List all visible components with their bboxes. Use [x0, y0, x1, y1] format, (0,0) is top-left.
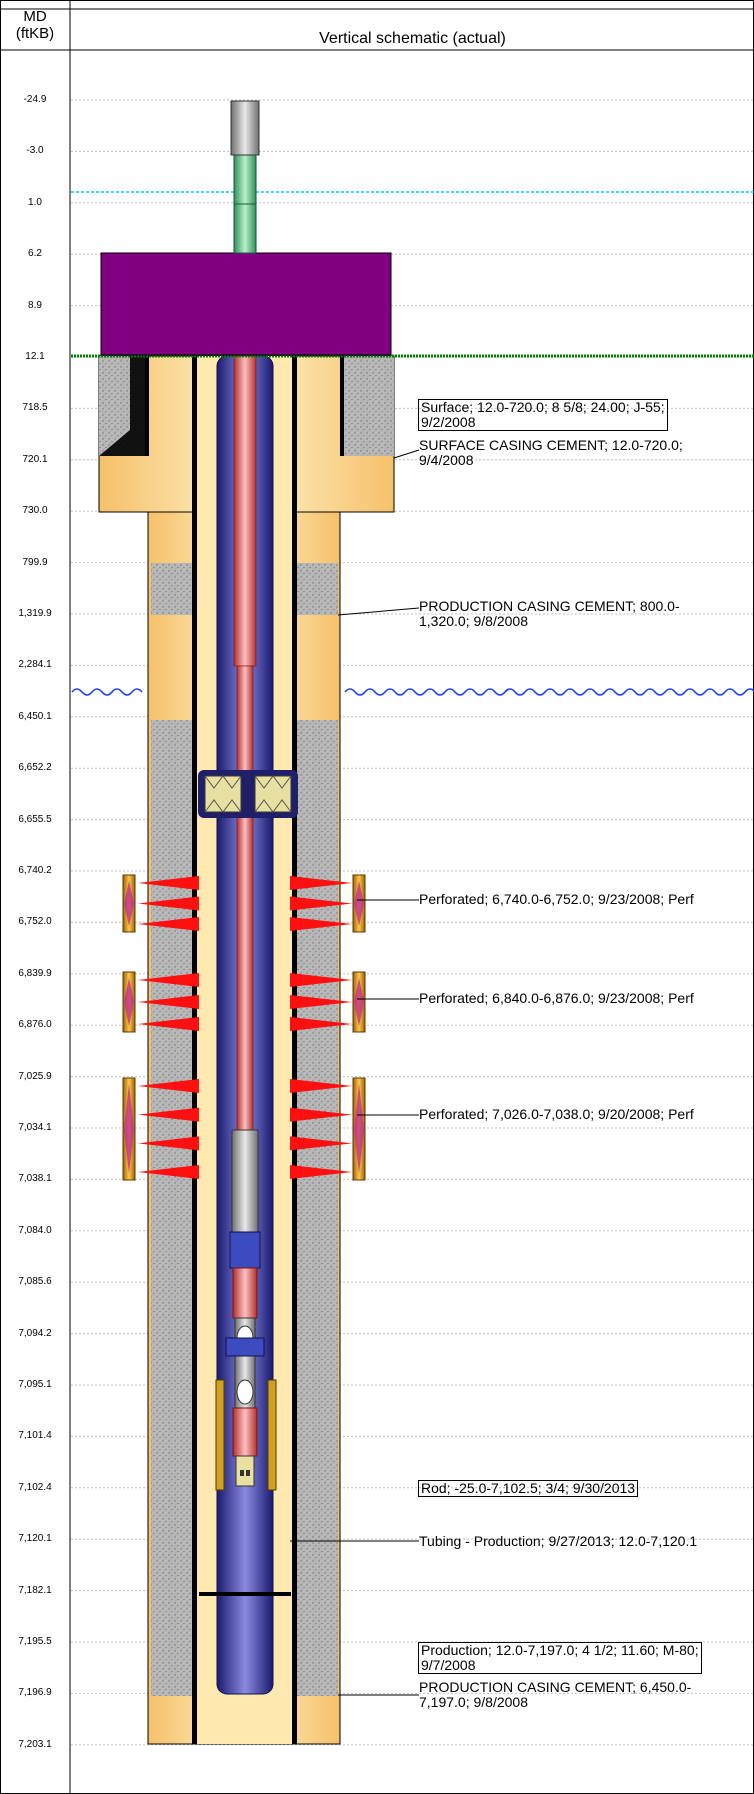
depth-label: 7,195.5 [18, 1636, 52, 1647]
depth-label: 6,652.2 [18, 762, 52, 774]
depth-label: 720.1 [22, 453, 48, 465]
perf-jet [290, 1017, 352, 1031]
casing-wall-right [292, 356, 297, 1744]
depth-label: 6,839.9 [18, 967, 52, 979]
depth-label: 6,876.0 [18, 1019, 52, 1031]
rod-upper [233, 355, 257, 667]
polished-rod-top [230, 100, 260, 156]
depth-label: 7,085.6 [18, 1276, 52, 1288]
annotation-leaders [290, 449, 420, 1696]
perf-jet [290, 876, 352, 890]
perf-jet [290, 973, 352, 987]
rod-lower [236, 665, 254, 1131]
perf-jet [290, 1107, 352, 1122]
production-casing-cement-upper [151, 563, 338, 615]
depth-label: 7,182.1 [18, 1584, 52, 1596]
perf-label-3: Perforated; 7,026.0-7,038.0; 9/20/2008; … [419, 1106, 694, 1122]
depth-label: 8.9 [28, 299, 42, 311]
perf-jet [138, 1136, 199, 1151]
production-cement-label-1: PRODUCTION CASING CEMENT; 800.0- 1,320.0… [419, 598, 680, 629]
perf-label-2: Perforated; 6,840.0-6,876.0; 9/23/2008; … [419, 990, 694, 1006]
production-casing-label: Production; 12.0-7,197.0; 4 1/2; 11.60; … [418, 1642, 702, 1674]
depth-label: 6,752.0 [18, 916, 52, 928]
perf-jet [138, 1017, 199, 1031]
plug-bar [199, 1592, 291, 1596]
perf-charge [124, 881, 134, 926]
perforations [122, 874, 366, 1181]
md-label: MD [23, 8, 47, 25]
perf-jet [138, 1079, 199, 1093]
depth-label: 1,319.9 [18, 608, 52, 619]
depth-label: 1.0 [28, 196, 42, 208]
surface-cement-label: SURFACE CASING CEMENT; 12.0-720.0; 9/4/2… [419, 437, 683, 468]
rod-pump [225, 1129, 265, 1487]
perf-jet [138, 995, 199, 1009]
perf-charge [354, 978, 364, 1026]
perf-jet [290, 1079, 352, 1093]
surface-casing-cement [99, 356, 394, 456]
depth-label: 7,120.1 [18, 1533, 52, 1545]
depth-label: 12.1 [25, 351, 45, 362]
depth-label: 730.0 [22, 505, 48, 517]
depth-label: 7,196.9 [18, 1687, 52, 1699]
tubing-anchor [198, 770, 298, 818]
perf-jet [290, 1165, 352, 1179]
depth-label: 7,102.4 [18, 1481, 52, 1493]
depth-label: -24.9 [23, 94, 47, 105]
perf-jet [138, 876, 199, 890]
perf-jet [138, 1107, 199, 1122]
perf-charge [124, 978, 134, 1026]
depth-label: 7,034.1 [18, 1122, 52, 1133]
depth-label: 6,450.1 [18, 710, 52, 722]
depth-label: 7,095.1 [18, 1379, 52, 1390]
md-column-header: MD (ftKB) [0, 8, 70, 42]
surface-casing-label: Surface; 12.0-720.0; 8 5/8; 24.00; J-55;… [418, 399, 668, 431]
perf-charge [354, 1084, 364, 1174]
depth-label: 7,094.2 [18, 1327, 52, 1339]
depth-label: 799.9 [22, 556, 48, 568]
wavy-marker [71, 688, 754, 696]
perf-jet [290, 896, 352, 911]
perf-jet [290, 995, 352, 1009]
perf-jet [138, 917, 199, 931]
casing-wall-left [192, 356, 197, 1744]
md-unit-label: (ftKB) [15, 25, 55, 42]
depth-label: -3.0 [26, 145, 44, 157]
depth-label: 7,203.1 [18, 1738, 52, 1750]
rod-label: Rod; -25.0-7,102.5; 3/4; 9/30/2013 [417, 1480, 639, 1497]
depth-label: 7,025.9 [18, 1070, 52, 1082]
perf-jet [138, 973, 199, 987]
depth-label: 6,655.5 [18, 813, 52, 825]
depth-label: 6,740.2 [18, 865, 52, 876]
perf-jet [138, 1165, 199, 1179]
perf-jet [290, 1136, 352, 1151]
production-cement-label-2: PRODUCTION CASING CEMENT; 6,450.0- 7,197… [419, 1679, 692, 1710]
perf-jet [138, 896, 199, 911]
perf-label-1: Perforated; 6,740.0-6,752.0; 9/23/2008; … [419, 891, 694, 907]
tubing-label: Tubing - Production; 9/27/2013; 12.0-7,1… [419, 1533, 698, 1549]
perf-charge [124, 1084, 134, 1174]
depth-label: 718.5 [22, 402, 48, 414]
wellhead [100, 252, 392, 356]
gas-anchor [215, 1379, 277, 1491]
depth-label: 7,101.4 [18, 1430, 52, 1442]
perf-charge [354, 881, 364, 926]
depth-label: 2,284.1 [18, 659, 52, 671]
perf-jet [290, 917, 352, 931]
schematic-title: Vertical schematic (actual) [319, 30, 506, 47]
depth-label: 7,038.1 [18, 1173, 52, 1185]
depth-label: 7,084.0 [18, 1224, 52, 1236]
depth-label: 6.2 [28, 248, 42, 260]
